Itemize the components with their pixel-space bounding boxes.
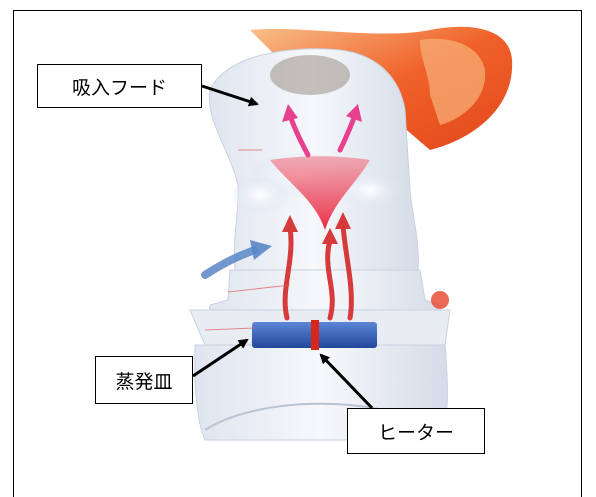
- evaporating-dish-label: 蒸発皿: [95, 356, 193, 404]
- intake-hood-label: 吸入フード: [37, 64, 202, 108]
- heater-label: ヒーター: [347, 408, 485, 454]
